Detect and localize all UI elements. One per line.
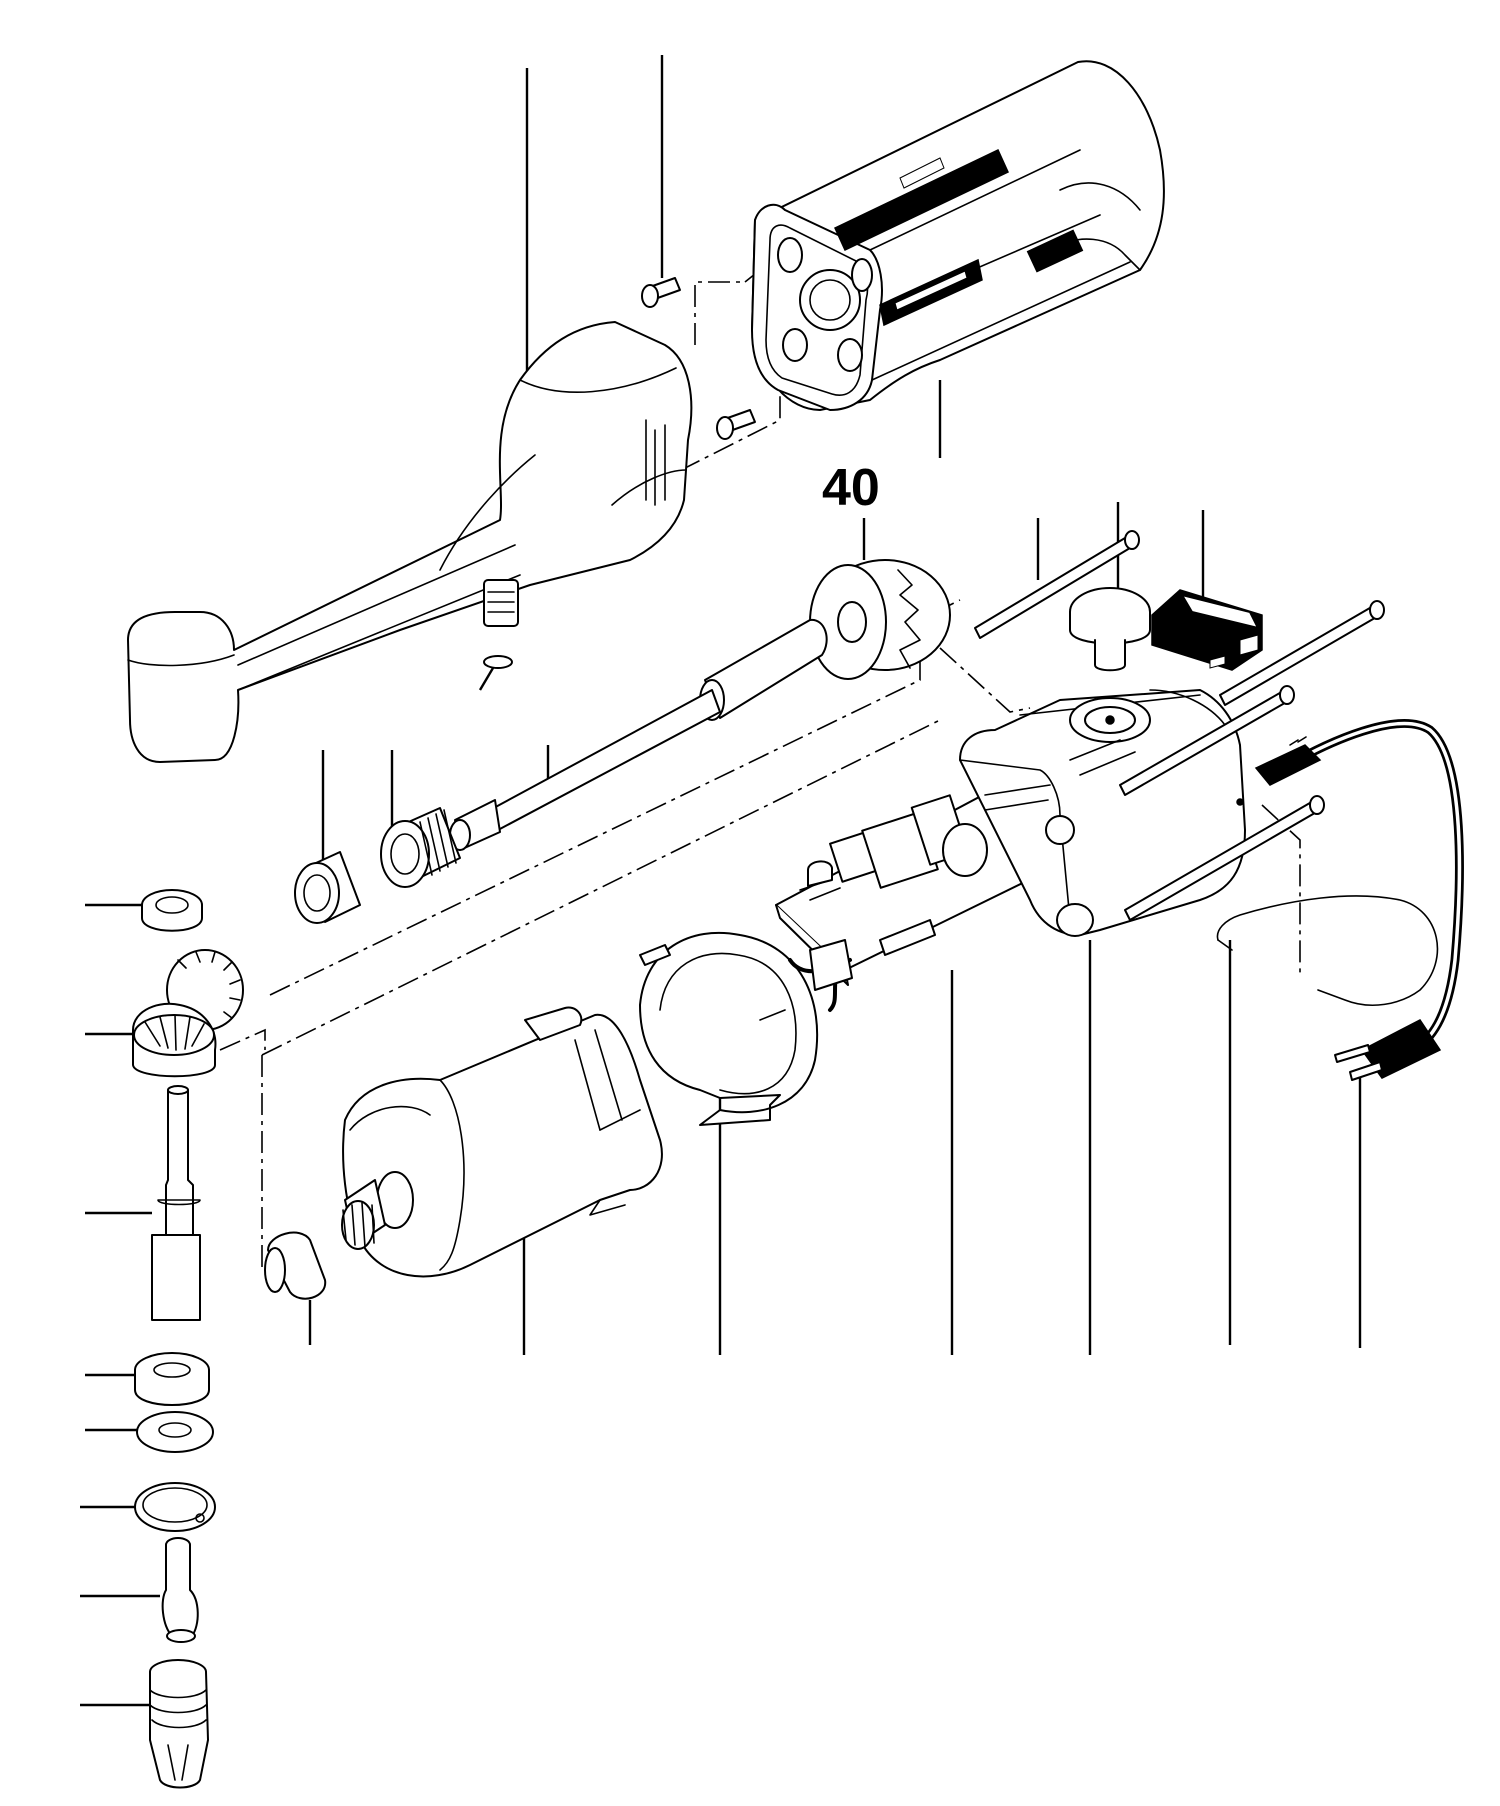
power-cord xyxy=(1254,719,1464,1081)
spindle-top-bearing xyxy=(141,889,203,932)
plug-pin-2 xyxy=(1349,1061,1383,1081)
spindle-bearing xyxy=(134,1352,210,1406)
spindle-gear xyxy=(132,1002,217,1078)
bearing xyxy=(294,851,361,924)
worm-gear xyxy=(380,807,461,888)
rating-label xyxy=(834,148,1009,252)
tie-rods xyxy=(974,530,1385,921)
motor-housing xyxy=(641,60,1165,440)
callout-40: 40 xyxy=(822,459,880,517)
housing-screw-bottom xyxy=(716,409,756,440)
rear-housing xyxy=(959,689,1246,937)
collet xyxy=(161,1537,199,1643)
cap-screw xyxy=(483,579,519,627)
leader-lines xyxy=(80,55,1362,1707)
motor-mount-ring xyxy=(639,931,819,1126)
leader-cap-screw xyxy=(478,667,495,691)
wire-clip xyxy=(1216,895,1439,1006)
gear-head-housing xyxy=(127,321,693,763)
drive-shaft xyxy=(449,618,828,851)
switch xyxy=(1151,589,1263,671)
spindle xyxy=(151,1085,201,1321)
circlip xyxy=(134,1482,216,1532)
plug-pin-1 xyxy=(1334,1044,1371,1063)
housing-screw-top xyxy=(641,277,681,308)
knob xyxy=(1069,587,1151,672)
washer xyxy=(136,1411,214,1453)
bushing xyxy=(264,1231,327,1300)
chuck-nut xyxy=(149,1659,209,1789)
spindle-assembly xyxy=(132,889,244,1789)
motor xyxy=(341,1006,663,1278)
bevel-gear-40 xyxy=(809,559,951,680)
